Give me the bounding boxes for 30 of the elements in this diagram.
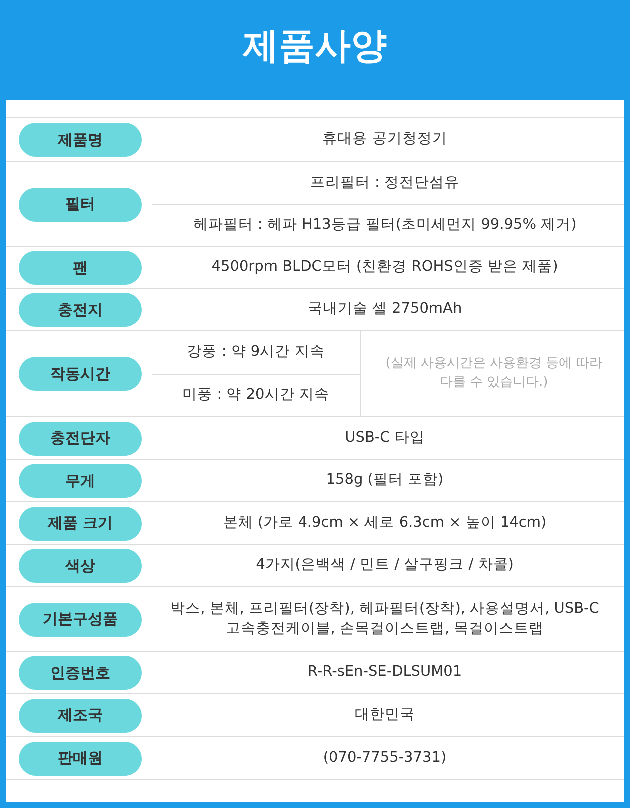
spec-label: 제품명 (19, 123, 142, 157)
spec-label: 제조국 (19, 698, 142, 732)
spec-value: 강풍 : 약 9시간 지속 (187, 343, 325, 362)
spec-value: 대한민국 (355, 706, 415, 725)
page-title: 제품사양 (242, 25, 388, 69)
spec-label: 색상 (19, 549, 142, 583)
spec-label: 무게 (19, 464, 142, 498)
spec-value: 158g (필터 포함) (326, 471, 444, 490)
spec-label: 제품 크기 (19, 506, 142, 540)
spec-value: 프리필터 : 정전단섬유 (310, 174, 460, 193)
spec-value: (070-7755-3731) (323, 748, 447, 768)
spec-value: 휴대용 공기청정기 (322, 130, 448, 150)
spec-label: 충전지 (19, 293, 142, 327)
spec-label: 인증번호 (19, 656, 142, 690)
spec-value: 4가지(은백색 / 민트 / 살구핑크 / 차콜) (256, 556, 514, 576)
usage-note: (실제 사용시간은 사용환경 등에 따라 다를 수 있습니다.) (384, 355, 604, 392)
spec-label: 기본구성품 (19, 602, 142, 636)
spec-label: 필터 (19, 188, 142, 222)
spec-label: 팬 (19, 251, 142, 285)
spec-label: 충전단자 (19, 422, 142, 456)
spec-value: 미풍 : 약 20시간 지속 (182, 386, 330, 405)
spec-value: 국내기술 셀 2750mAh (308, 300, 462, 320)
spec-value: 헤파필터 : 헤파 H13등급 필터(초미세먼지 99.95% 제거) (193, 216, 577, 235)
spec-value: 본체 (가로 4.9cm × 세로 6.3cm × 높이 14cm) (223, 514, 547, 533)
spec-value: 4500rpm BLDC모터 (친환경 ROHS인증 받은 제품) (212, 258, 558, 278)
spec-label: 작동시간 (19, 357, 142, 391)
spec-value: 박스, 본체, 프리필터(장착), 헤파필터(장착), 사용설명서, USB-C고속충전케이블, 손목걸이스트랩, 목걸이스트랩 (170, 600, 600, 639)
spec-label: 판매원 (19, 742, 142, 776)
spec-value: USB-C 타입 (345, 428, 425, 448)
spec-value: R-R-sEn-SE-DLSUM01 (308, 663, 462, 682)
